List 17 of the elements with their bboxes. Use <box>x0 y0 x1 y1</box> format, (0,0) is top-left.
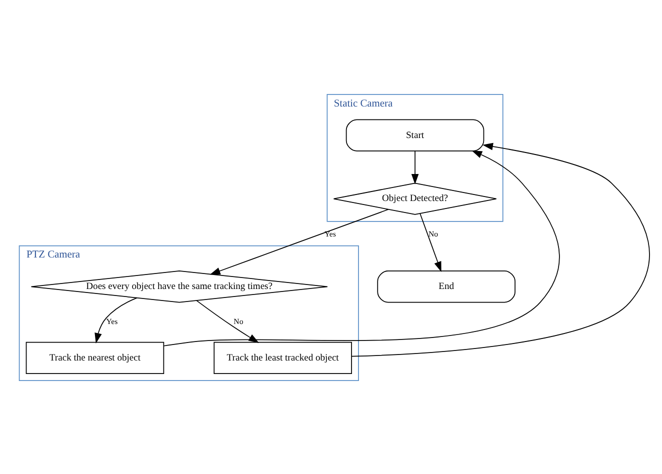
arrow <box>94 296 138 343</box>
arrow <box>210 208 389 274</box>
edge-label: No <box>234 316 244 326</box>
node-box: Track the nearest object <box>26 341 164 374</box>
edge-label: Yes <box>106 316 118 326</box>
arrow <box>420 212 442 272</box>
node-box: Start <box>346 118 484 151</box>
arrow <box>196 300 259 342</box>
node-box: End <box>377 270 516 302</box>
node-diamond: Object Detected? <box>333 182 497 214</box>
arrow <box>411 150 419 184</box>
arrow <box>351 142 650 356</box>
edge-label: Yes <box>324 228 336 238</box>
arrow <box>163 150 560 346</box>
edge-label: No <box>428 228 438 238</box>
node-diamond: Does every object have the same tracking times? <box>30 270 328 302</box>
node-box: Track the least tracked object <box>214 341 352 374</box>
